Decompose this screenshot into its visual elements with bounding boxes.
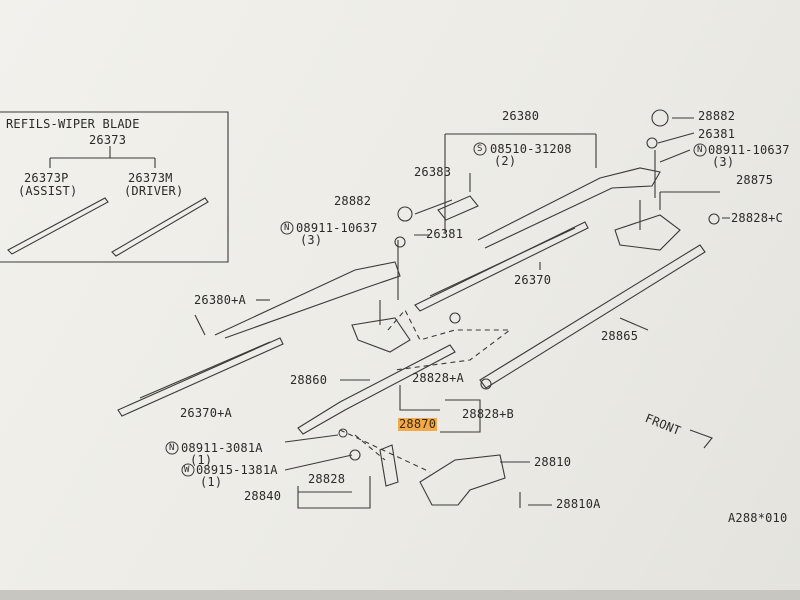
label-28840: 28840 xyxy=(244,489,282,503)
bracket-26380 xyxy=(444,133,597,232)
bracket-28875 xyxy=(659,191,720,210)
label-26370a: 26370+A xyxy=(180,406,232,420)
refills-title: REFILS-WIPER BLADE xyxy=(6,117,140,131)
label-26381-top: 26381 xyxy=(698,127,736,141)
wiper-blade-driver-inner xyxy=(429,227,576,297)
label-08911-left: 08911-10637 xyxy=(296,221,378,235)
marker-n-top-circle xyxy=(693,143,707,157)
label-28870-highlighted: 28870 xyxy=(398,417,438,431)
label-28828a: 28828+A xyxy=(412,371,464,385)
marker-n-bottom: N xyxy=(169,443,175,453)
leader-08911-3081 xyxy=(284,434,339,443)
label-08510: 08510-31208 xyxy=(490,142,572,156)
cap-28882-top xyxy=(651,109,669,127)
label-26383: 26383 xyxy=(414,165,452,179)
marker-w: W xyxy=(184,465,190,475)
marker-s-circle xyxy=(473,142,487,156)
link-rod-28865 xyxy=(479,244,706,389)
phantom-link xyxy=(387,309,512,371)
label-28828b: 28828+B xyxy=(462,407,514,421)
bolt-28810a xyxy=(519,492,552,508)
nut-link-end xyxy=(480,378,492,390)
label-08915-qty: (1) xyxy=(200,475,223,489)
label-08911-3081-qty: (1) xyxy=(190,453,213,467)
label-28828c: 28828+C xyxy=(731,211,783,225)
marker-n-bottom-circle xyxy=(165,441,179,455)
marker-n-left-circle xyxy=(280,221,294,235)
leaders-mid xyxy=(539,262,649,331)
refill-assist-desc: (ASSIST) xyxy=(18,184,78,198)
refill-blade-assist xyxy=(7,197,109,255)
marker-n-left: N xyxy=(284,223,290,233)
arm-cover-26383 xyxy=(437,195,479,221)
label-28882-left: 28882 xyxy=(334,194,372,208)
label-28875: 28875 xyxy=(736,173,774,187)
label-08915: 08915-1381A xyxy=(196,463,278,477)
nut-26381-top xyxy=(646,137,658,149)
leader-08915 xyxy=(284,454,353,471)
washer-08915 xyxy=(349,449,361,461)
leaders-left-group xyxy=(414,173,471,236)
pivot-right xyxy=(614,214,681,251)
link-rod-28860 xyxy=(297,344,456,435)
label-28860: 28860 xyxy=(290,373,328,387)
label-08510-qty: (2) xyxy=(494,154,517,168)
refill-driver-desc: (DRIVER) xyxy=(124,184,184,198)
refill-blade-driver xyxy=(111,197,209,257)
phantom-bracket xyxy=(354,434,386,461)
front-arrow-icon xyxy=(689,429,713,449)
label-26370: 26370 xyxy=(514,273,552,287)
wiper-blade-assist-inner xyxy=(139,341,271,399)
label-28882-top: 28882 xyxy=(698,109,736,123)
reference-code: A288*010 xyxy=(728,511,788,525)
refill-driver-part: 26373M xyxy=(128,171,173,185)
arm-assist-leader xyxy=(194,314,206,336)
nut-26381-left xyxy=(394,236,406,248)
marker-w-circle xyxy=(181,463,195,477)
label-28810a: 28810A xyxy=(556,497,601,511)
label-28810: 28810 xyxy=(534,455,572,469)
label-08911-top: 08911-10637 xyxy=(708,143,790,157)
label-08911-top-qty: (3) xyxy=(712,155,735,169)
leaders-right-group xyxy=(657,117,730,219)
motor-bracket xyxy=(379,444,399,487)
pivot-left xyxy=(351,317,411,353)
label-26380: 26380 xyxy=(502,109,540,123)
marker-s: S xyxy=(477,144,483,154)
label-08911-left-qty: (3) xyxy=(300,233,323,247)
label-26380a: 26380+A xyxy=(194,293,246,307)
label-28828: 28828 xyxy=(308,472,346,486)
refills-parent: 26373 xyxy=(89,133,127,147)
monitor-bezel xyxy=(0,590,800,600)
pivot-right-stud xyxy=(639,150,656,230)
wiper-arm-driver xyxy=(477,167,661,249)
pivot-left-stud xyxy=(379,240,399,325)
label-28865: 28865 xyxy=(601,329,639,343)
nut-08911-3081 xyxy=(338,428,348,438)
phantom-motor-link xyxy=(339,429,431,473)
refills-tree xyxy=(49,146,156,168)
nut-28828c xyxy=(708,213,720,225)
nut-28828a xyxy=(449,312,461,324)
wiper-blade-assist xyxy=(117,337,284,417)
refill-assist-part: 26373P xyxy=(24,171,69,185)
refills-box xyxy=(0,111,229,263)
label-26381-left: 26381 xyxy=(426,227,464,241)
cap-28882-left xyxy=(397,206,413,222)
marker-n-top: N xyxy=(697,145,703,155)
leader-28840 xyxy=(297,476,371,509)
label-08911-3081: 08911-3081A xyxy=(181,441,263,455)
bracket-28828 xyxy=(399,385,481,433)
motor-28810 xyxy=(419,454,506,506)
